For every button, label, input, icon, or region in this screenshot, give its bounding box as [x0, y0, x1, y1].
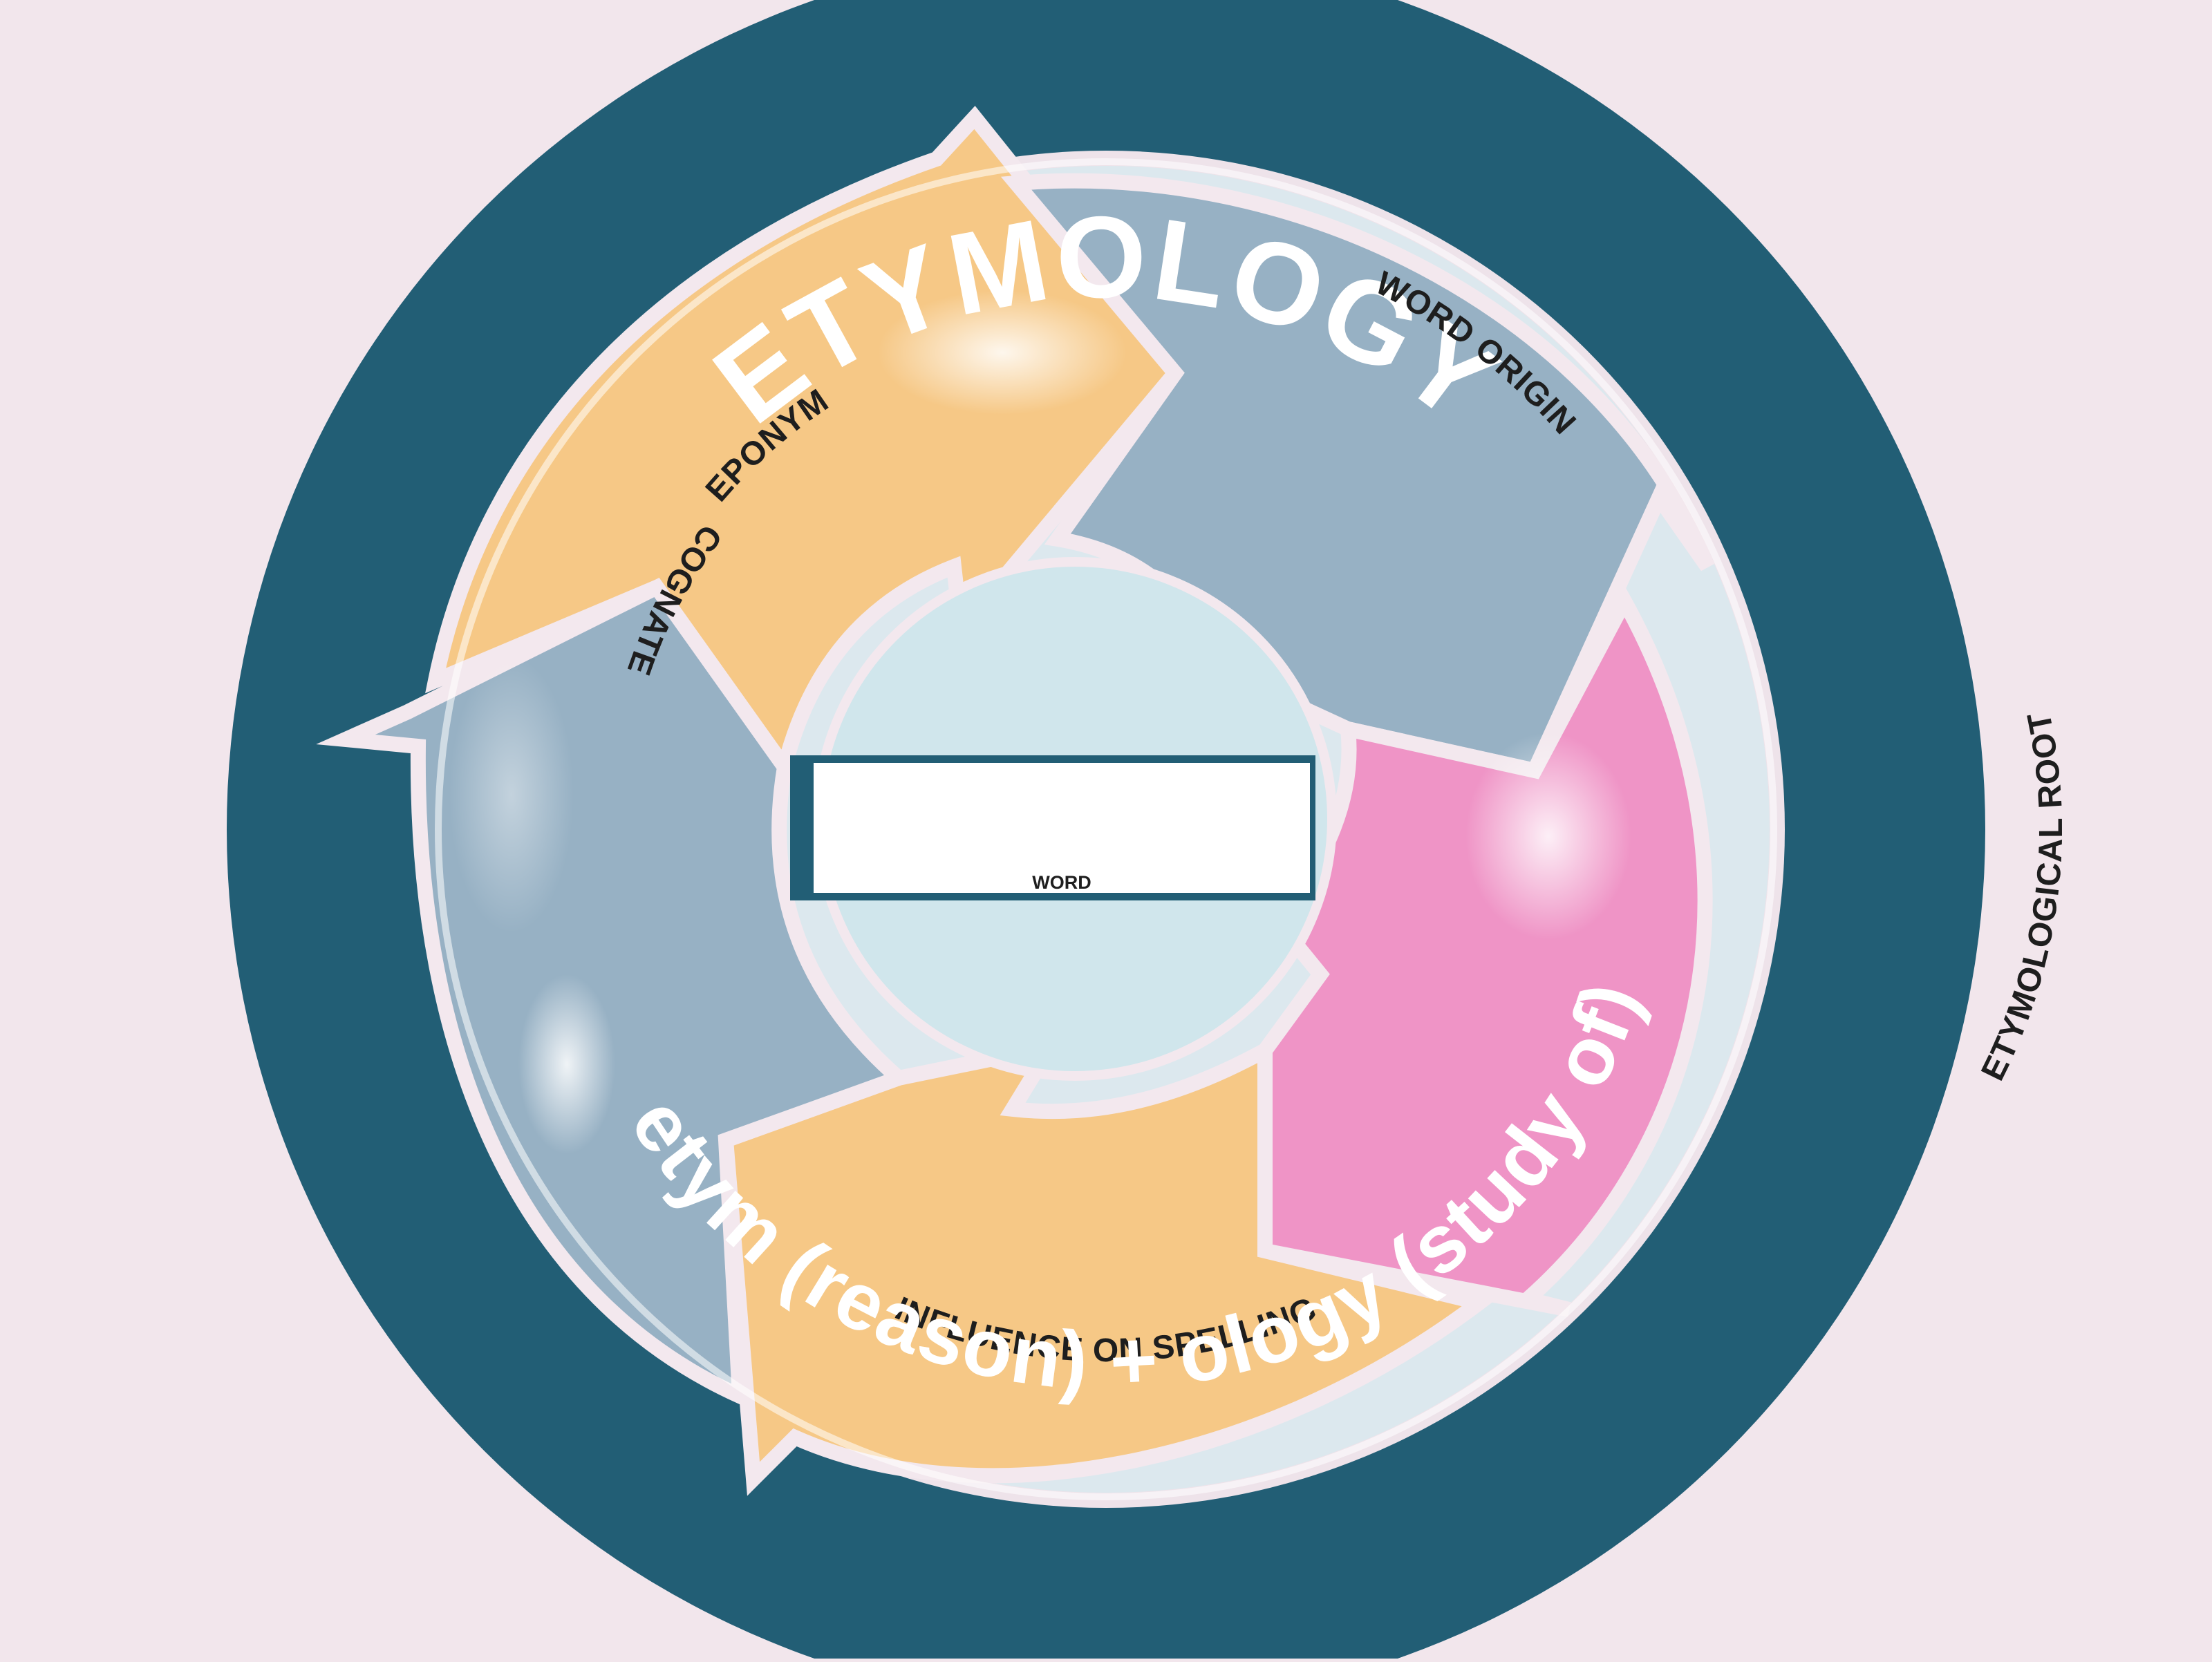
arrow-influence-on-spelling: [718, 1036, 1497, 1496]
word-box[interactable]: WORD: [790, 755, 1315, 900]
arrow-eponym: [425, 106, 1185, 785]
gloss-highlight-right: [1465, 733, 1631, 940]
gloss-highlight-cognate: [449, 657, 574, 933]
disc-gloss-rim: [435, 158, 1777, 1500]
gloss-highlight-top: [878, 290, 1127, 415]
word-input-area[interactable]: [814, 763, 1310, 893]
word-box-label: WORD: [1032, 872, 1091, 893]
gloss-highlight-left: [518, 974, 615, 1154]
label-etymological-root: ETYMOLOGICAL ROOT: [1974, 708, 2070, 1086]
